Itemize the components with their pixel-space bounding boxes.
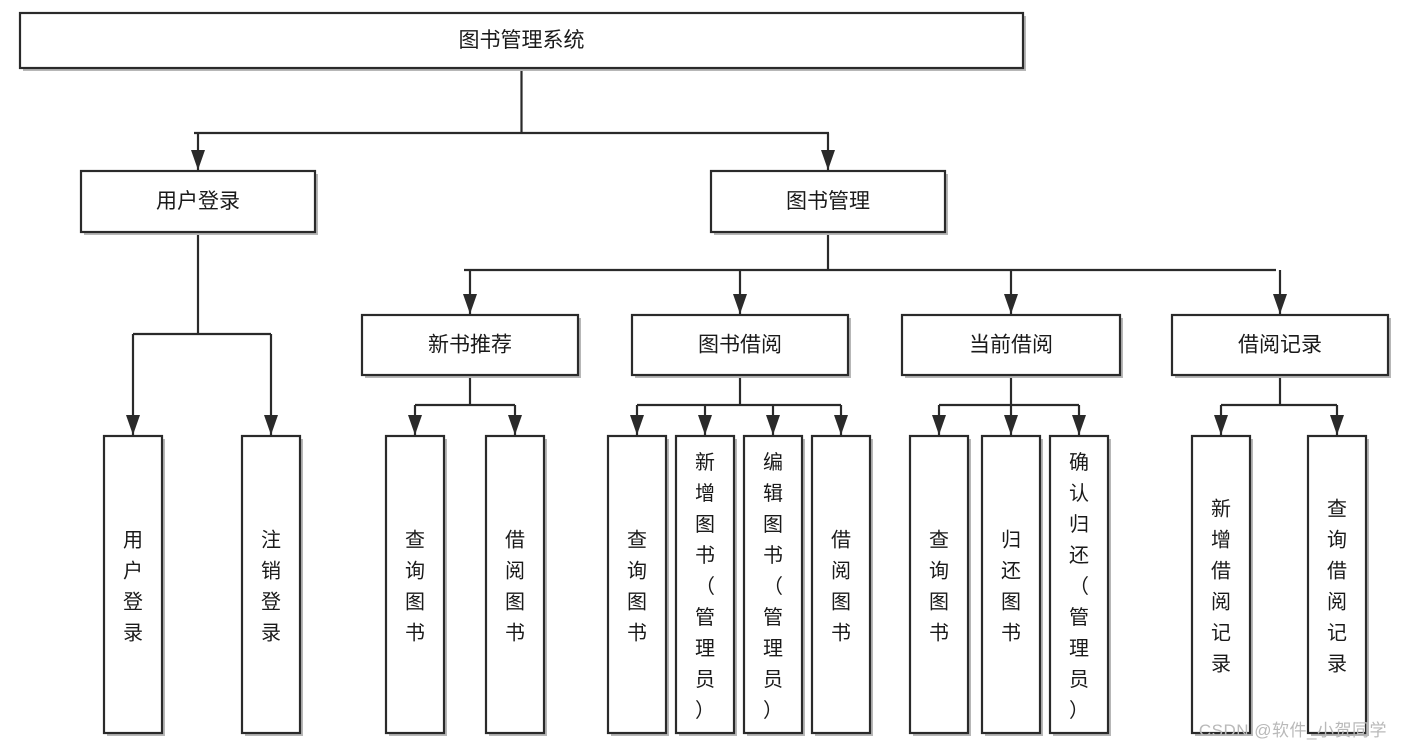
node-box[interactable]	[240, 434, 302, 735]
node-l-cb-query[interactable]: 查询图书	[908, 434, 971, 736]
arrow-head-icon	[126, 415, 140, 435]
node-n-current-borrow[interactable]: 当前借阅	[900, 313, 1123, 378]
node-box[interactable]	[980, 434, 1042, 735]
node-label: 查询图书	[627, 529, 647, 645]
node-label: 图书借阅	[698, 334, 782, 357]
arrow-head-icon	[508, 415, 522, 435]
node-label: 查询图书	[405, 529, 425, 645]
arrow-head-icon	[1072, 415, 1086, 435]
node-label: 借阅图书	[505, 529, 525, 645]
node-label: 新书推荐	[428, 334, 512, 357]
arrow-head-icon	[191, 150, 205, 170]
node-label: 确认归还（管理员）	[1069, 451, 1089, 722]
node-label: 用户登录	[156, 190, 240, 213]
node-l-rec-borrow[interactable]: 借阅图书	[484, 434, 547, 736]
node-label: 注销登录	[261, 529, 281, 645]
node-label: 用户登录	[123, 530, 143, 645]
node-box[interactable]	[484, 434, 546, 735]
node-label: 新增借阅记录	[1211, 498, 1231, 676]
arrow-head-icon	[766, 415, 780, 435]
arrow-head-icon	[630, 415, 644, 435]
node-l-bb-query[interactable]: 查询图书	[606, 434, 669, 736]
arrow-head-icon	[834, 415, 848, 435]
node-box[interactable]	[384, 434, 446, 735]
node-box[interactable]	[674, 434, 736, 735]
node-l-user-login[interactable]: 用户登录	[102, 434, 165, 736]
node-l-cb-return[interactable]: 归还图书	[980, 434, 1043, 736]
node-box[interactable]	[1170, 313, 1390, 377]
node-n-book-borrow[interactable]: 图书借阅	[630, 313, 851, 378]
node-box[interactable]	[1190, 434, 1252, 735]
node-label: 查询借阅记录	[1327, 498, 1347, 676]
node-box[interactable]	[102, 434, 164, 735]
node-root[interactable]: 图书管理系统	[18, 11, 1026, 71]
arrow-head-icon	[821, 150, 835, 170]
node-l-bb-edit[interactable]: 编辑图书（管理员）	[742, 434, 805, 736]
node-label: 查询图书	[929, 529, 949, 645]
arrow-head-icon	[733, 294, 747, 314]
arrow-head-icon	[932, 415, 946, 435]
node-l-user-logout[interactable]: 注销登录	[240, 434, 303, 736]
node-l-br-add[interactable]: 新增借阅记录	[1190, 434, 1253, 736]
node-l-cb-confirm[interactable]: 确认归还（管理员）	[1048, 434, 1111, 736]
connectors-layer	[126, 68, 1344, 435]
arrow-head-icon	[264, 415, 278, 435]
node-label: 编辑图书（管理员）	[763, 451, 783, 722]
node-l-bb-borrow[interactable]: 借阅图书	[810, 434, 873, 736]
node-box[interactable]	[908, 434, 970, 735]
arrow-head-icon	[1004, 294, 1018, 314]
node-box[interactable]	[18, 11, 1025, 70]
node-label: 借阅记录	[1238, 334, 1322, 357]
node-box[interactable]	[606, 434, 668, 735]
node-box[interactable]	[79, 169, 317, 234]
node-label: 图书管理	[786, 190, 870, 213]
arrow-head-icon	[463, 294, 477, 314]
arrow-head-icon	[1273, 294, 1287, 314]
nodes-layer: 图书管理系统用户登录图书管理新书推荐图书借阅当前借阅借阅记录用户登录注销登录查询…	[18, 11, 1391, 736]
node-box[interactable]	[1048, 434, 1110, 735]
node-n-user-login[interactable]: 用户登录	[79, 169, 318, 235]
node-n-book-mgmt[interactable]: 图书管理	[709, 169, 948, 235]
node-label: 借阅图书	[831, 529, 851, 645]
node-box[interactable]	[360, 313, 580, 377]
node-box[interactable]	[810, 434, 872, 735]
arrow-head-icon	[698, 415, 712, 435]
node-box[interactable]	[1306, 434, 1368, 735]
arrow-head-icon	[408, 415, 422, 435]
node-box[interactable]	[630, 313, 850, 377]
node-n-borrow-record[interactable]: 借阅记录	[1170, 313, 1391, 378]
node-l-bb-add[interactable]: 新增图书（管理员）	[674, 434, 737, 736]
node-box[interactable]	[742, 434, 804, 735]
node-box[interactable]	[709, 169, 947, 234]
arrow-head-icon	[1004, 415, 1018, 435]
node-box[interactable]	[900, 313, 1122, 377]
node-label: 图书管理系统	[459, 29, 585, 52]
node-label: 新增图书（管理员）	[695, 451, 715, 722]
node-n-new-book-rec[interactable]: 新书推荐	[360, 313, 581, 378]
node-l-rec-query[interactable]: 查询图书	[384, 434, 447, 736]
node-l-br-query[interactable]: 查询借阅记录	[1306, 434, 1369, 736]
arrow-head-icon	[1330, 415, 1344, 435]
node-label: 归还图书	[1001, 529, 1021, 645]
node-label: 当前借阅	[969, 334, 1053, 357]
arrow-head-icon	[1214, 415, 1228, 435]
